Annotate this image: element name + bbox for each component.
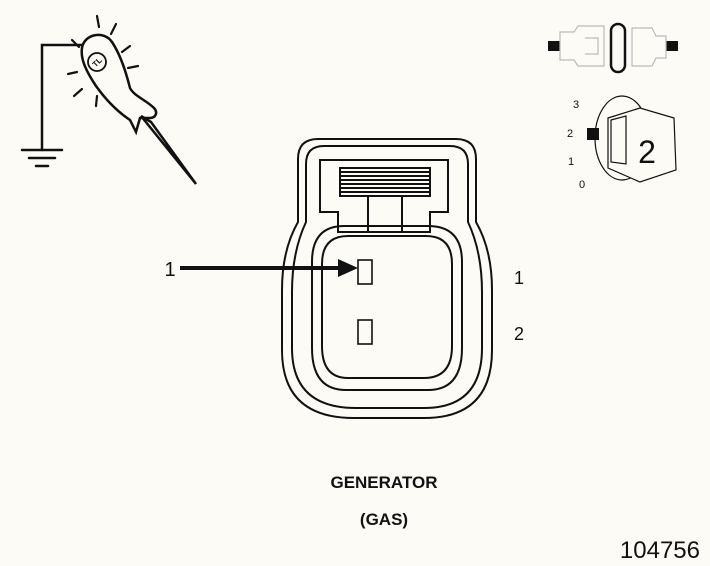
ignition-position-0: 0	[579, 179, 585, 191]
connector-outer-housing	[281, 138, 493, 419]
ignition-key-icon	[594, 95, 677, 183]
light-rays	[66, 14, 140, 108]
pin-label-1: 1	[514, 268, 524, 288]
connector-pin-1	[357, 259, 373, 285]
ignition-position-marker	[587, 128, 599, 140]
generator-connector	[281, 138, 493, 419]
ground-symbol-icon	[20, 148, 64, 168]
ignition-position-3: 3	[573, 99, 579, 111]
connector-latch	[319, 159, 449, 233]
diagram-subtitle: (GAS)	[360, 510, 408, 529]
test-light-icon	[20, 14, 198, 185]
ground-wire	[40, 43, 90, 152]
disconnected-connector-icon	[548, 22, 678, 74]
ignition-position-1: 1	[568, 156, 574, 168]
ignition-key-label: 2	[638, 134, 656, 170]
connector-inner-cavity	[311, 225, 463, 391]
figure-number: 104756	[620, 537, 700, 564]
connector-mid-housing	[291, 145, 483, 409]
test-light-body	[80, 33, 158, 136]
connector-pin-2	[357, 319, 373, 345]
callout-label: 1	[164, 259, 175, 281]
pin-label-2: 2	[514, 324, 524, 344]
pin-1-callout-arrow	[180, 259, 358, 277]
ignition-position-2: 2	[567, 128, 573, 140]
diagram-title: GENERATOR	[330, 473, 437, 492]
test-light-probe	[140, 114, 198, 185]
